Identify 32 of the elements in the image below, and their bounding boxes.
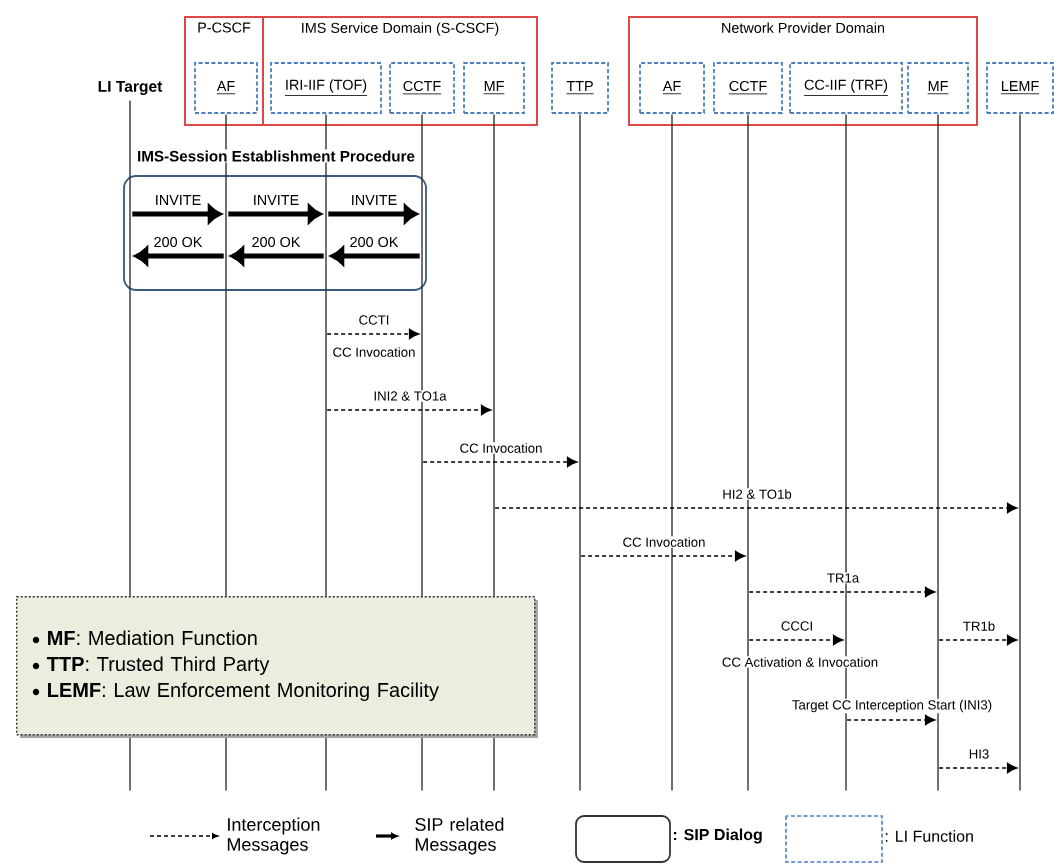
lifeline xyxy=(937,114,939,791)
lifeline xyxy=(225,114,227,791)
message-arrow xyxy=(938,634,1018,646)
message-arrow xyxy=(132,204,222,224)
lifeline xyxy=(421,114,423,791)
lifeline xyxy=(579,114,581,791)
message-arrow xyxy=(328,204,418,224)
message-arrow xyxy=(938,762,1018,774)
lifeline xyxy=(1019,114,1021,791)
lifeline xyxy=(845,114,847,791)
lifeline xyxy=(129,100,131,791)
legend-label: Interception Messages xyxy=(227,817,320,855)
lifeline xyxy=(747,114,749,791)
message-arrow xyxy=(326,404,492,416)
message-arrow xyxy=(846,714,936,726)
message-arrow xyxy=(422,456,578,468)
legend-label: : SIP Dialog xyxy=(673,828,762,844)
lifeline xyxy=(493,114,495,791)
message-arrow xyxy=(748,586,936,598)
message-arrow xyxy=(228,204,322,224)
legend-label: : LI Function xyxy=(885,830,973,842)
message-arrow xyxy=(494,502,1018,514)
lifeline xyxy=(671,114,673,791)
message-arrow xyxy=(330,246,420,266)
message-arrow xyxy=(580,550,746,562)
lifeline xyxy=(325,114,327,791)
note-box: MF: Mediation Function TTP: Trusted Third Party LEMF: Law Enforcement Monitoring Facility xyxy=(16,596,538,738)
legend-label: SIP related Messages xyxy=(415,817,504,855)
message-arrow xyxy=(134,246,224,266)
message-arrow xyxy=(748,634,844,646)
message-arrow xyxy=(230,246,324,266)
message-arrow xyxy=(326,328,420,340)
